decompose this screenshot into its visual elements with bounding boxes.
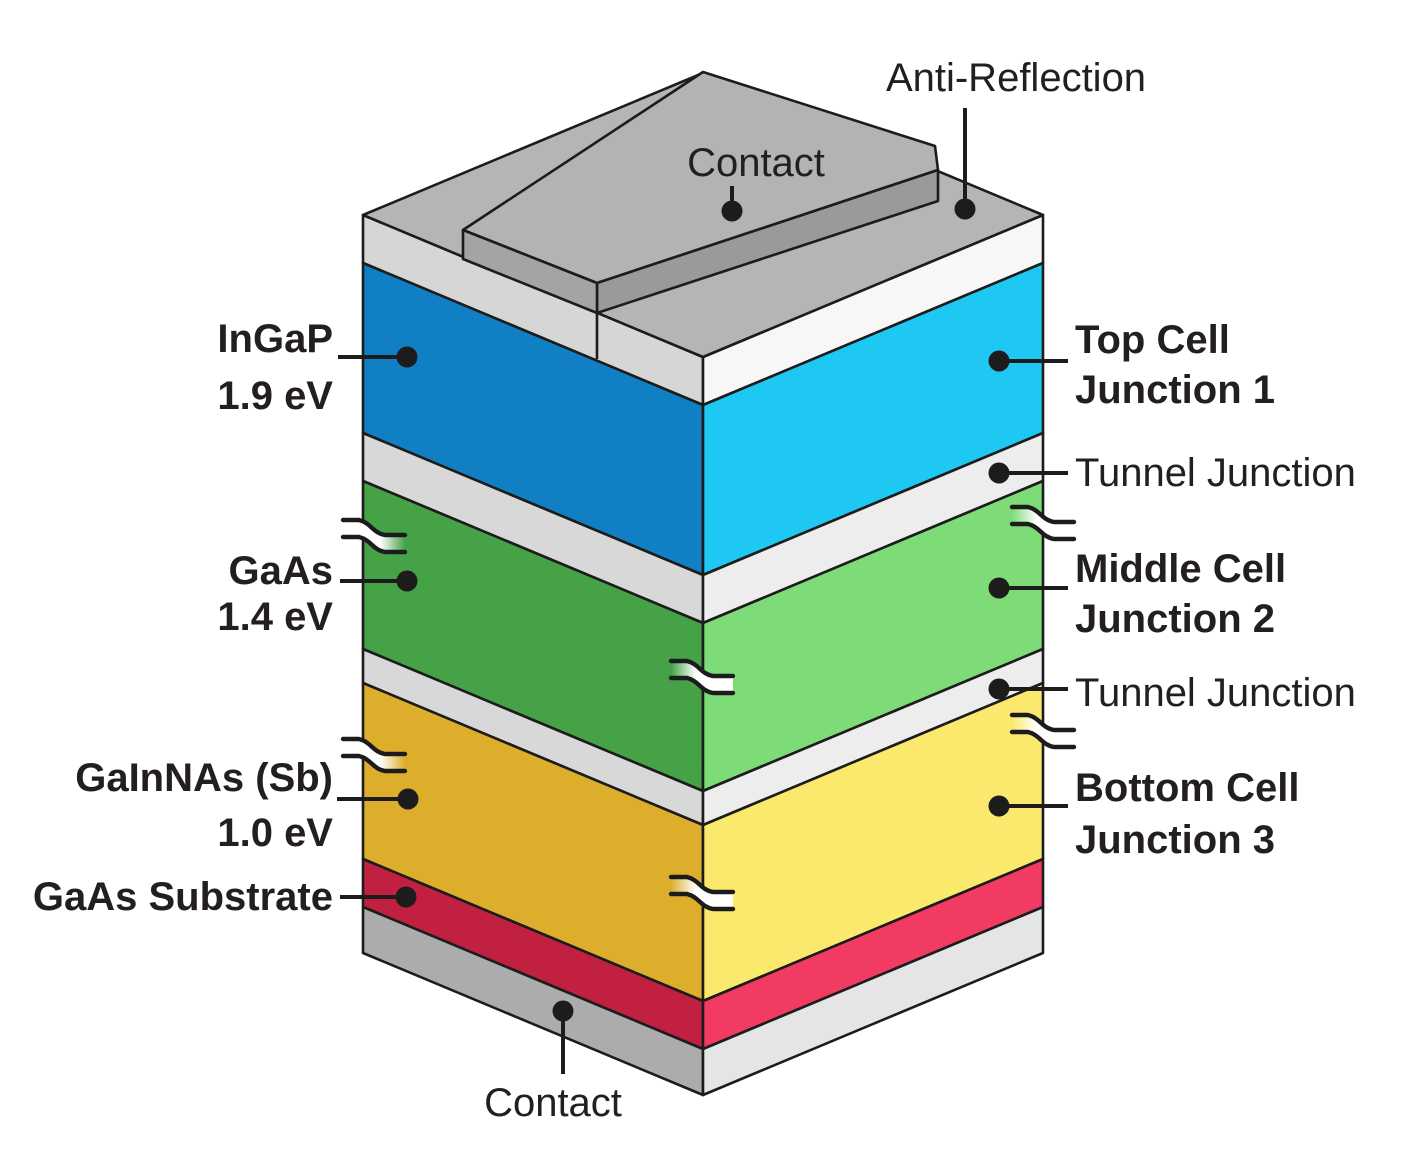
stack-right-faces <box>701 213 1045 1097</box>
stack-left-faces <box>361 213 705 1097</box>
label-contact-bottom: Contact <box>484 1081 622 1125</box>
leader-anti-reflection <box>954 108 976 220</box>
leader-middle-cell <box>988 577 1068 599</box>
leader-gainnas <box>337 788 419 810</box>
label-tunnel-junction-1: Tunnel Junction <box>1075 451 1356 495</box>
label-middle-cell-junction: Junction 2 <box>1075 597 1275 641</box>
label-ingap-material: InGaP <box>217 317 333 361</box>
label-bottom-cell: Bottom Cell <box>1075 766 1299 810</box>
label-gainnas-material: GaInNAs (Sb) <box>75 756 333 800</box>
label-anti-reflection: Anti-Reflection <box>886 56 1146 100</box>
label-contact-top: Contact <box>687 141 825 185</box>
leader-gaas-substrate <box>340 886 417 908</box>
layer-contact-bottom-right-face <box>701 905 1045 1097</box>
label-gaas-substrate: GaAs Substrate <box>33 875 333 919</box>
label-top-cell-junction: Junction 1 <box>1075 368 1275 412</box>
label-middle-cell: Middle Cell <box>1075 547 1286 591</box>
label-gaas-material: GaAs <box>229 549 334 593</box>
leader-gaas <box>340 570 418 592</box>
label-ingap-bandgap: 1.9 eV <box>217 374 333 418</box>
label-tunnel-junction-2: Tunnel Junction <box>1075 671 1356 715</box>
leader-ingap <box>338 346 418 368</box>
leader-contact-bottom <box>552 1000 574 1074</box>
label-bottom-cell-junction: Junction 3 <box>1075 818 1275 862</box>
label-top-cell: Top Cell <box>1075 318 1230 362</box>
leader-tunnel-junction-2 <box>988 678 1068 700</box>
leader-tunnel-junction-1 <box>988 462 1068 484</box>
top-assembly <box>361 70 1045 359</box>
label-gainnas-bandgap: 1.0 eV <box>217 811 333 855</box>
label-gaas-bandgap: 1.4 eV <box>217 595 333 639</box>
leader-contact-top <box>721 186 743 222</box>
leader-bottom-cell <box>988 795 1068 817</box>
leader-top-cell <box>988 350 1068 372</box>
